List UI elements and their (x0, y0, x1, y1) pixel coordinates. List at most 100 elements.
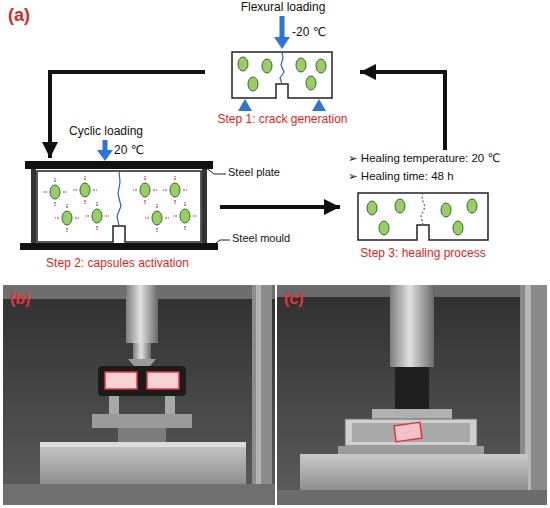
capsule-rupture-mark (105, 215, 109, 216)
photo-cyclic-loading (338, 446, 484, 454)
capsule-rupture-mark (183, 189, 187, 190)
capsule-rupture-mark (184, 226, 185, 230)
capsule-rupture-mark (174, 176, 175, 180)
capsule-rupture-mark (163, 189, 167, 190)
capsule (306, 76, 316, 90)
photo-flexural-test (3, 285, 275, 505)
mould-wall (31, 169, 36, 245)
capsule-rupture-mark (96, 202, 97, 206)
load-label: Flexural loading (241, 0, 326, 14)
capsule-rupture-mark (156, 228, 157, 232)
capsule-rupture-mark (153, 189, 157, 190)
capsule (152, 211, 162, 225)
step-illustration (232, 52, 332, 111)
flow-arrow (360, 72, 445, 150)
capsule-rupture-mark (173, 215, 177, 216)
crack-line (421, 193, 425, 225)
capsule-rupture-mark (156, 204, 157, 208)
capsule-rupture-mark (63, 191, 67, 192)
asphalt-beam (37, 171, 201, 242)
capsule-rupture-mark (96, 226, 97, 230)
capsule (367, 201, 377, 215)
photo-flexural-test (92, 414, 192, 428)
photo-cyclic-loading (372, 409, 452, 419)
photo-cyclic-loading (390, 285, 434, 367)
capsule (379, 221, 389, 235)
step-caption: Step 2: capsules activation (46, 256, 189, 270)
capsule-rupture-mark (54, 178, 55, 182)
condition-note: ➢ Healing time: 48 h (348, 170, 454, 184)
step-illustration (20, 161, 218, 250)
step-panel: Step 3: healing process (340, 150, 506, 265)
capsule (262, 59, 272, 73)
step-caption: Step 1: crack generation (217, 112, 347, 126)
photo-flexural-test (3, 484, 275, 505)
capsule (92, 209, 102, 223)
capsule (80, 183, 90, 197)
photo-flexural-test (98, 366, 186, 396)
capsule-rupture-mark (174, 200, 175, 204)
capsule (62, 211, 72, 225)
capsule-rupture-mark (54, 202, 55, 206)
panel-label: (c) (284, 289, 304, 308)
flexural-load-arrow (274, 37, 290, 49)
capsule (395, 199, 405, 213)
capsule (140, 183, 150, 197)
load-label: Cyclic loading (69, 124, 143, 138)
capsule-rupture-mark (144, 200, 145, 204)
flexural-load-arrow (274, 16, 290, 49)
photo-cyclic-loading (352, 423, 470, 442)
capsule-rupture-mark (66, 228, 67, 232)
capsule-rupture-mark (144, 176, 145, 180)
flow-arrow (220, 205, 340, 209)
cyclic-load-arrow (97, 150, 113, 161)
temperature-label: 20 ℃ (114, 143, 144, 157)
photo-flexural-test (147, 372, 179, 389)
capsule (180, 209, 190, 223)
capsule-rupture-mark (165, 217, 169, 218)
capsule-rupture-mark (133, 189, 137, 190)
support-triangle (312, 99, 326, 111)
photo-flexural-test (126, 285, 158, 343)
capsule (453, 221, 463, 235)
photo-flexural-test (40, 442, 246, 484)
capsule-rupture-mark (193, 215, 197, 216)
panel-label: (b) (10, 289, 30, 308)
photo-cyclic-loading (277, 285, 547, 505)
photo-cyclic-loading (345, 419, 477, 446)
capsule-rupture-mark (184, 202, 185, 206)
photo-cyclic-loading (277, 490, 547, 505)
capsule-rupture-mark (84, 200, 85, 204)
photo-flexural-test (3, 285, 275, 505)
flow-arrow (50, 72, 205, 158)
capsule-rupture-mark (55, 217, 59, 218)
capsule (467, 199, 477, 213)
crack-line (117, 171, 121, 226)
capsule-rupture-mark (84, 176, 85, 180)
condition-note: ➢ Healing temperature: 20 ℃ (348, 152, 500, 166)
photo-flexural-test (105, 372, 137, 389)
capsule-rupture-mark (75, 217, 79, 218)
part-label: Steel plate (228, 166, 280, 179)
part-label: Steel mould (232, 232, 290, 245)
capsule-rupture-mark (73, 189, 77, 190)
panel-label: (a) (8, 5, 30, 27)
steel-plate (25, 161, 213, 169)
photo-flexural-test (40, 442, 246, 447)
photo-cyclic-loading (300, 454, 528, 490)
step-caption: Step 3: healing process (360, 246, 485, 260)
step-illustration (358, 193, 488, 240)
step-panel: Step 1: crack generation (205, 48, 360, 128)
photo-cyclic-loading (277, 285, 547, 505)
mould-wall (202, 169, 207, 245)
asphalt-beam (358, 193, 488, 240)
photo-cyclic-loading (395, 367, 429, 409)
capsule (441, 203, 451, 217)
capsule-rupture-mark (43, 191, 47, 192)
photo-flexural-test (118, 428, 166, 442)
photo-flexural-test (128, 359, 156, 366)
capsule-rupture-mark (66, 204, 67, 208)
photo-flexural-test (165, 396, 175, 416)
